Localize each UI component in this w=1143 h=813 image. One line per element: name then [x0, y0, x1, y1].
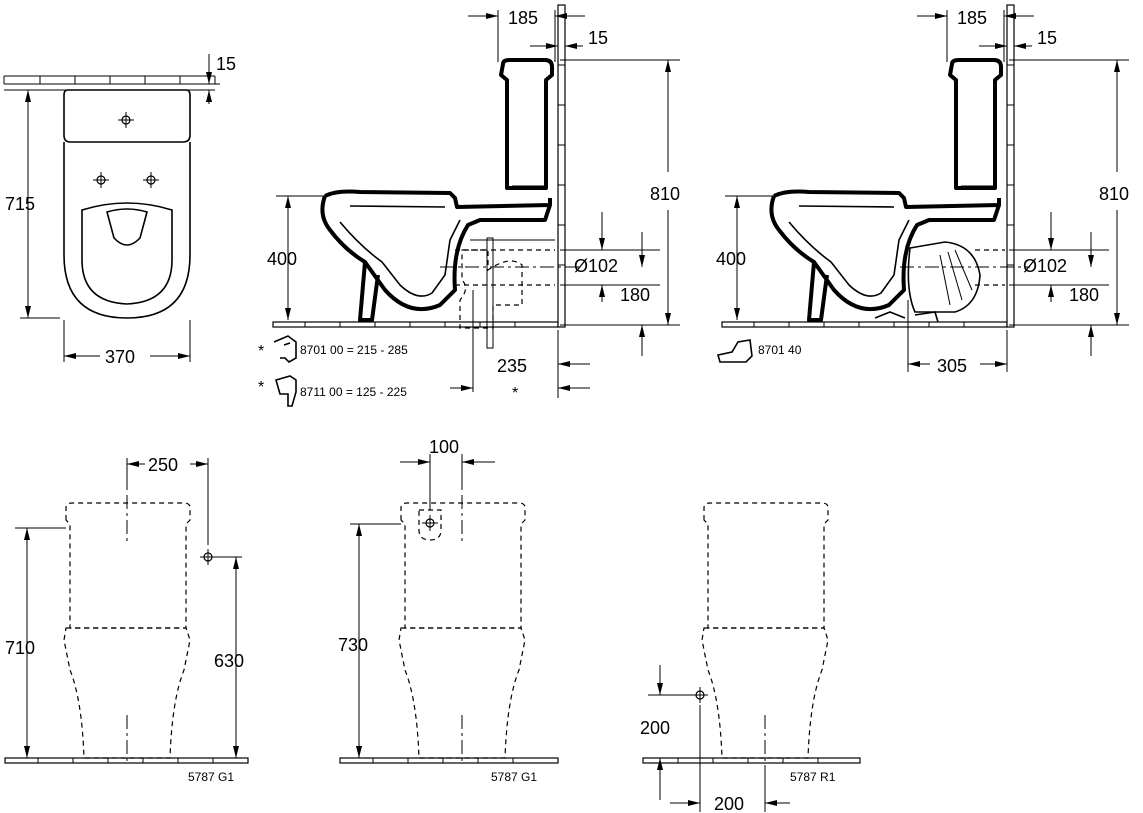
dim-diameter: Ø102 [1023, 256, 1067, 276]
dim-235: 235 [497, 356, 527, 376]
cistern-outline [63, 89, 191, 143]
pan-connector-ribs [939, 249, 973, 306]
water-inlet-icon [691, 686, 709, 704]
bowl-foot [807, 261, 829, 322]
bowl-outline [398, 627, 526, 759]
connector-8711-icon [275, 375, 297, 407]
dim-305: 305 [937, 356, 967, 376]
front-view-1: 710 250 630 5787 G1 [4, 455, 249, 784]
note-8701: 8701 00 = 215 - 285 [300, 343, 408, 357]
cistern-outline [400, 502, 526, 629]
model-number: 5787 G1 [491, 770, 537, 784]
bowl-inner [339, 205, 461, 297]
cistern-outline [65, 502, 191, 629]
inlet-recess [418, 509, 442, 541]
dim-810: 810 [650, 184, 680, 204]
note-8711: 8711 00 = 125 - 225 [300, 385, 407, 399]
connector-pipe [459, 249, 523, 329]
dim-width: 370 [105, 347, 135, 367]
side-view-right: 400 810 185 15 Ø102 180 305 8701 40 [716, 4, 1129, 376]
front-view-2: 730 100 5787 G1 [338, 437, 559, 784]
model-number: 5787 R1 [790, 770, 836, 784]
bowl-profile [320, 189, 552, 312]
dim-250: 250 [148, 455, 178, 475]
dim-400: 400 [716, 249, 746, 269]
flush-button-icon [117, 111, 135, 129]
floor-strip [721, 321, 1008, 328]
fixing-point-icon [142, 171, 160, 189]
dim-200-vertical: 200 [640, 718, 670, 738]
dim-15: 15 [588, 28, 608, 48]
floor-strip [339, 757, 559, 764]
dim-200-horizontal: 200 [714, 794, 744, 813]
side-view-left: 400 810 185 15 Ø102 180 235 [258, 4, 680, 407]
dim-180: 180 [1069, 285, 1099, 305]
dim-diameter: Ø102 [574, 256, 618, 276]
bowl-foot [358, 261, 380, 322]
top-view: 715 370 15 [3, 54, 236, 367]
wall-strip [3, 75, 216, 91]
bowl-outline [701, 627, 829, 759]
seat-opening [106, 208, 148, 246]
dim-185: 185 [508, 8, 538, 28]
cistern-tank [948, 58, 1003, 190]
bowl-outline [63, 142, 191, 319]
dim-100: 100 [429, 437, 459, 457]
connector-8701-icon [273, 335, 297, 363]
dim-730: 730 [338, 635, 368, 655]
footnote-star: * [512, 385, 518, 402]
bowl-profile [769, 189, 1001, 312]
footnote-star: * [258, 379, 264, 396]
wall-strip [557, 4, 566, 328]
drain-pipe [975, 249, 1005, 286]
dim-wall-gap: 15 [216, 54, 236, 74]
fixing-point-icon [92, 171, 110, 189]
dim-15: 15 [1037, 28, 1057, 48]
bowl-outline [63, 627, 191, 759]
water-inlet-icon [421, 514, 439, 532]
note-8701-40: 8701 40 [758, 343, 802, 357]
dim-400: 400 [267, 249, 297, 269]
footnote-star: * [258, 343, 264, 360]
pan-connector [907, 241, 981, 313]
dim-180: 180 [620, 285, 650, 305]
cistern-outline [703, 502, 829, 629]
dim-630: 630 [214, 651, 244, 671]
wall-strip [1006, 4, 1015, 328]
dim-185: 185 [957, 8, 987, 28]
floor-strip [642, 757, 861, 764]
floor-fixing [874, 311, 939, 323]
connector-8701-40-icon [716, 339, 753, 363]
drain-pipe [455, 249, 555, 286]
seat-outline [81, 202, 173, 305]
model-number: 5787 G1 [188, 770, 234, 784]
dim-length: 715 [5, 194, 35, 214]
floor-strip [272, 321, 559, 328]
water-inlet-icon [199, 548, 217, 566]
dim-710: 710 [5, 638, 35, 658]
bowl-inner [788, 205, 910, 297]
dim-810: 810 [1099, 184, 1129, 204]
cistern-tank [499, 58, 554, 190]
front-view-3: 200 200 5787 R1 [640, 502, 861, 813]
